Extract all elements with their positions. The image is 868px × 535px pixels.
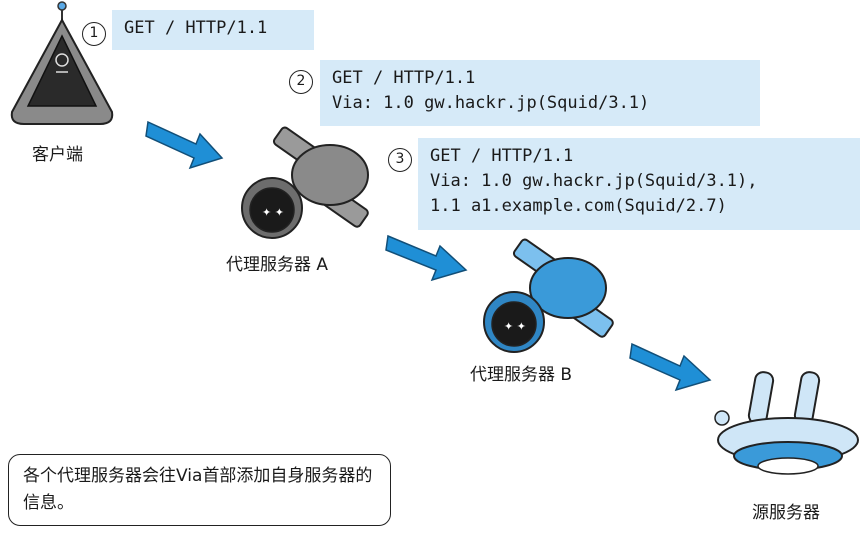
client-label: 客户端 xyxy=(32,145,83,165)
via-header-note: 各个代理服务器会往Via首部添加自身服务器的信息。 xyxy=(8,454,391,526)
proxy-b-label: 代理服务器 B xyxy=(470,365,573,385)
message-line: Via: 1.0 gw.hackr.jp(Squid/3.1) xyxy=(332,93,650,113)
arrow-proxy-b-to-server xyxy=(629,342,712,392)
client-icon xyxy=(10,1,114,125)
step-marker-3: 3 xyxy=(388,148,412,172)
arrow-client-to-proxy-a xyxy=(145,120,224,170)
proxy-a-icon: ✦ ✦ xyxy=(241,126,369,239)
arrow-proxy-a-to-proxy-b xyxy=(385,234,468,282)
proxy-b-icon: ✦ ✦ xyxy=(483,238,614,353)
message-line: Via: 1.0 gw.hackr.jp(Squid/3.1), xyxy=(430,171,758,191)
message-line: GET / HTTP/1.1 xyxy=(430,146,574,166)
message-line: 1.1 a1.example.com(Squid/2.7) xyxy=(430,196,727,216)
step-marker-2: 2 xyxy=(289,70,313,94)
origin-server-label: 源服务器 xyxy=(752,503,820,523)
svg-text:✦ ✦: ✦ ✦ xyxy=(262,206,284,219)
origin-server-icon xyxy=(714,371,859,475)
step-marker-1: 1 xyxy=(82,22,106,46)
message-line: GET / HTTP/1.1 xyxy=(124,18,268,38)
proxy-a-label: 代理服务器 A xyxy=(226,255,329,275)
message-line: GET / HTTP/1.1 xyxy=(332,68,476,88)
svg-text:✦ ✦: ✦ ✦ xyxy=(504,320,526,333)
request-message-1: GET / HTTP/1.1 xyxy=(112,10,314,50)
